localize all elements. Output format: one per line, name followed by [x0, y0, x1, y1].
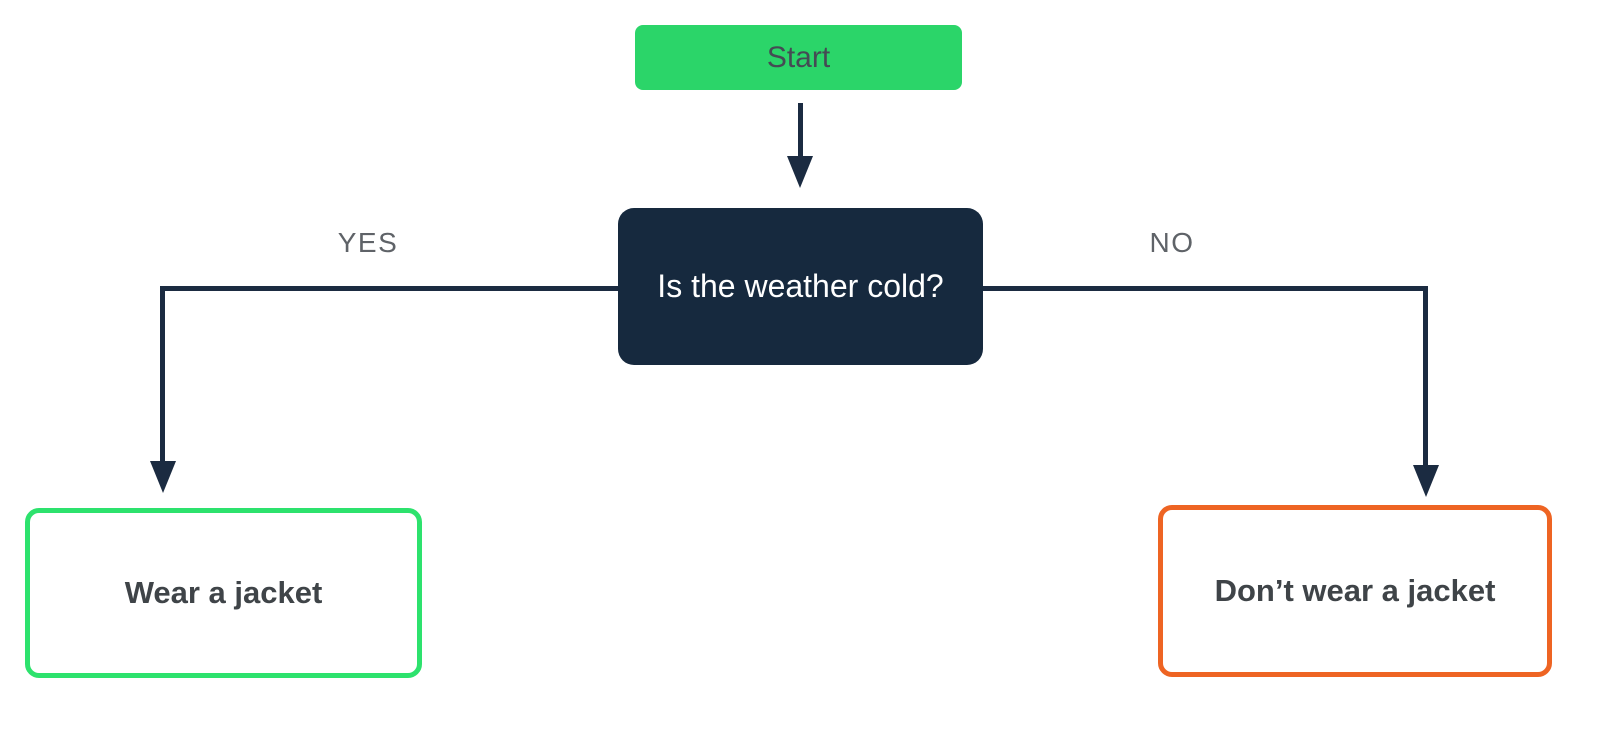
node-dont-wear-a-jacket: Don’t wear a jacket — [1158, 505, 1552, 677]
edge-yes-horizontal-line — [160, 286, 618, 291]
edge-no-horizontal-line — [983, 286, 1428, 291]
node-wear-a-jacket: Wear a jacket — [25, 508, 422, 678]
arrowhead-down-icon — [150, 461, 176, 493]
node-decision: Is the weather cold? — [618, 208, 983, 365]
edge-yes-vertical-line — [160, 286, 165, 462]
edge-label-no: NO — [1149, 227, 1195, 258]
edge-start-to-decision-line — [798, 103, 803, 157]
node-start: Start — [635, 25, 962, 90]
arrowhead-down-icon — [1413, 465, 1439, 497]
arrowhead-down-icon — [787, 156, 813, 188]
edge-label-yes: YES — [337, 227, 399, 258]
edge-no-vertical-line — [1423, 286, 1428, 466]
